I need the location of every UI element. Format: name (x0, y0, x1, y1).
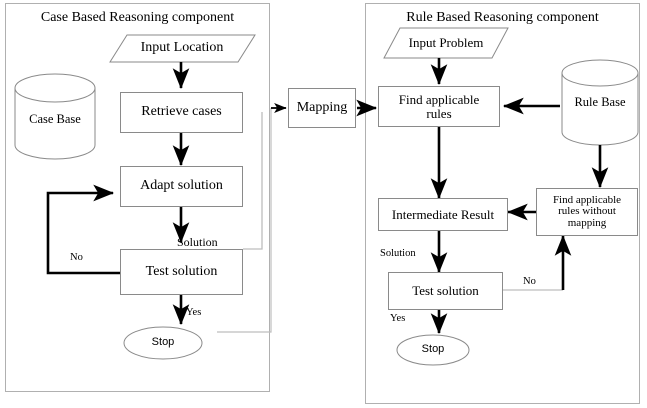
edge-label-yes-right: Yes (390, 313, 406, 324)
label-input-location: Input Location (140, 40, 224, 56)
node-find-applicable-rules-line1: Find applicable (398, 91, 480, 107)
shape-rule-base-cylinder (561, 59, 639, 146)
node-find-rules-without-mapping-line1: Find applicable (552, 193, 622, 206)
node-adapt-solution[interactable]: Adapt solution (120, 166, 243, 207)
label-rule-base: Rule Base (574, 95, 626, 109)
node-find-applicable-rules[interactable]: Find applicable rules (378, 86, 500, 127)
shape-stop-left (123, 326, 203, 360)
node-test-solution-left[interactable]: Test solution (120, 249, 243, 295)
shape-input-location (109, 34, 256, 63)
node-find-rules-without-mapping-line3: mapping (567, 216, 607, 229)
line-solution-to-mapping (243, 112, 263, 250)
edge-label-solution-left: Solution (177, 235, 218, 249)
panel-title-cbr: Case Based Reasoning component (40, 10, 235, 25)
node-test-solution-right[interactable]: Test solution (388, 272, 503, 310)
label-case-base: Case Base (29, 112, 81, 126)
node-intermediate-result[interactable]: Intermediate Result (378, 198, 508, 231)
label-stop-left: Stop (151, 336, 175, 348)
line-feedback-rail (217, 108, 272, 333)
node-mapping[interactable]: Mapping (288, 88, 356, 128)
shape-stop-right (396, 334, 470, 366)
node-find-rules-without-mapping[interactable]: Find applicable rules without mapping (536, 188, 638, 236)
node-find-applicable-rules-line2: rules (426, 105, 452, 121)
label-stop-right: Stop (421, 343, 445, 355)
panel-title-rbr: Rule Based Reasoning component (406, 10, 599, 25)
label-input-problem: Input Problem (408, 35, 484, 51)
arrow-no-loop-left (46, 184, 120, 275)
shape-case-base-cylinder (14, 73, 96, 160)
edge-label-solution-right: Solution (380, 248, 416, 259)
node-find-rules-without-mapping-line2: rules without (558, 205, 616, 218)
node-retrieve-cases[interactable]: Retrieve cases (120, 92, 243, 133)
edge-label-yes-left: Yes (186, 307, 202, 318)
edge-label-no-left: No (70, 252, 83, 263)
shape-input-problem (383, 27, 509, 59)
edge-label-no-right: No (523, 276, 536, 287)
